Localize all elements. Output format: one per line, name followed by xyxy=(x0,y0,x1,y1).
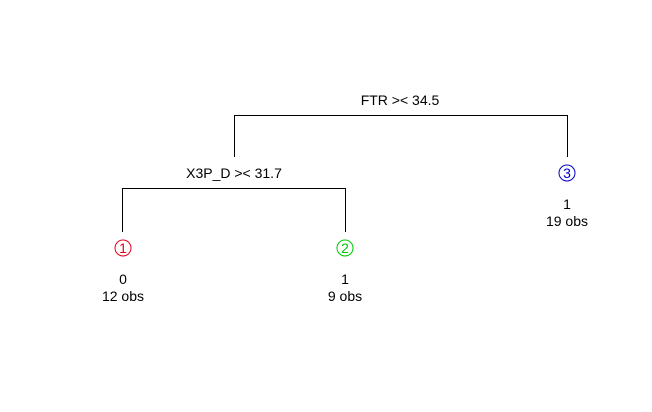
root-split-branch xyxy=(234,115,568,157)
leaf-1-id: 1 xyxy=(119,240,127,256)
leaf-3-count: 19 obs xyxy=(546,213,588,229)
root-split-label: FTR >< 34.5 xyxy=(361,92,440,108)
inner-split-label: X3P_D >< 31.7 xyxy=(186,165,282,181)
leaf-3-prediction: 1 xyxy=(563,196,571,212)
leaf-node-3: 3 1 19 obs xyxy=(546,164,588,229)
leaf-1-circle xyxy=(114,239,132,257)
leaf-3-circle xyxy=(558,164,576,182)
leaf-node-2: 2 1 9 obs xyxy=(328,239,362,304)
leaf-2-count: 9 obs xyxy=(328,288,362,304)
leaf-node-1: 1 0 12 obs xyxy=(102,239,144,304)
leaf-1-prediction: 0 xyxy=(119,271,127,287)
leaf-3-id: 3 xyxy=(563,165,571,181)
leaf-1-count: 12 obs xyxy=(102,288,144,304)
inner-split-branch xyxy=(122,188,346,232)
leaf-2-id: 2 xyxy=(341,240,349,256)
leaf-2-prediction: 1 xyxy=(341,271,349,287)
leaf-2-circle xyxy=(336,239,354,257)
